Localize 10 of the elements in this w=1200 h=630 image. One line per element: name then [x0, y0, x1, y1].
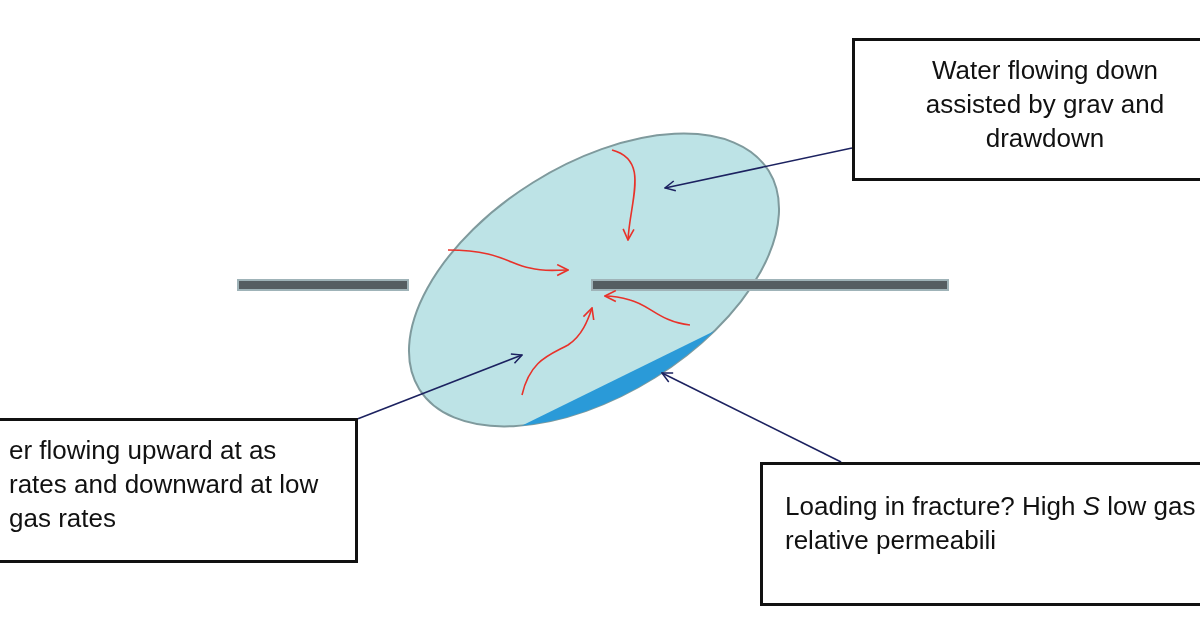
callout-box — [760, 462, 1200, 606]
callout-text: er flowing upward at as rates and downward at low gas rates — [9, 434, 320, 535]
callout-text: Water flowing down assisted by grav and drawdown — [924, 54, 1166, 155]
leader-arrow — [661, 372, 842, 463]
callout-box — [852, 38, 1200, 181]
fracture-ellipse — [408, 132, 780, 428]
leader-arrow — [664, 147, 853, 192]
callout-box — [0, 418, 358, 563]
leader-arrow — [357, 353, 523, 420]
callout-text: Loading in fracture? High S low gas relative permeabili — [785, 490, 1197, 557]
